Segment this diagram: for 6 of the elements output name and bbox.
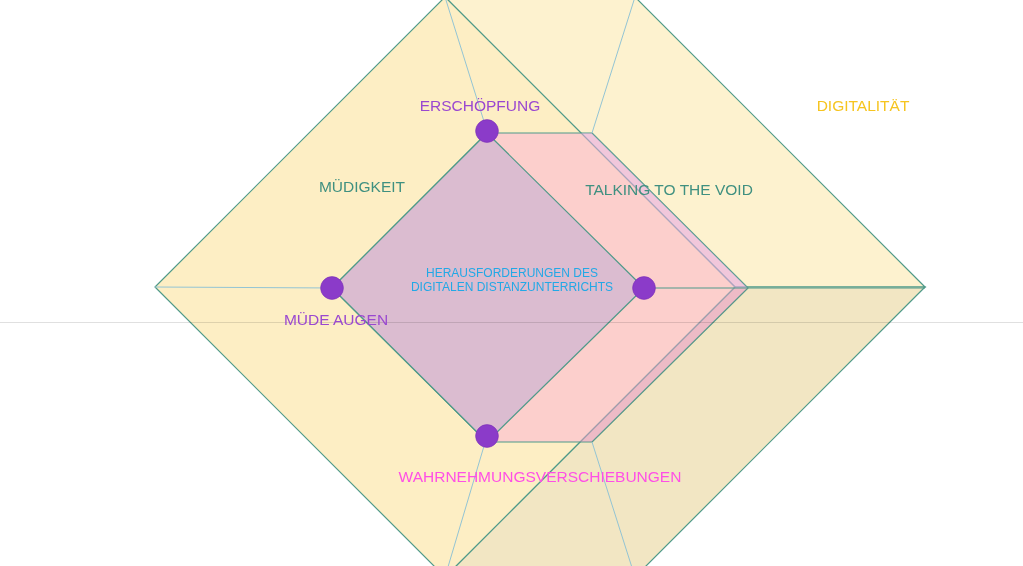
diamond-label: HERAUSFORDERUNGEN DES DIGITALEN DISTANZUNTERRICHTS bbox=[409, 265, 615, 295]
layer-label: DIGITALITÄT bbox=[816, 96, 910, 116]
layer-label: TALKING TO THE VOID bbox=[585, 180, 753, 200]
layer-label: MÜDIGKEIT bbox=[318, 177, 406, 197]
vertex-label: ERSCHÖPFUNG bbox=[419, 96, 541, 116]
connector-line bbox=[154, 286, 322, 289]
